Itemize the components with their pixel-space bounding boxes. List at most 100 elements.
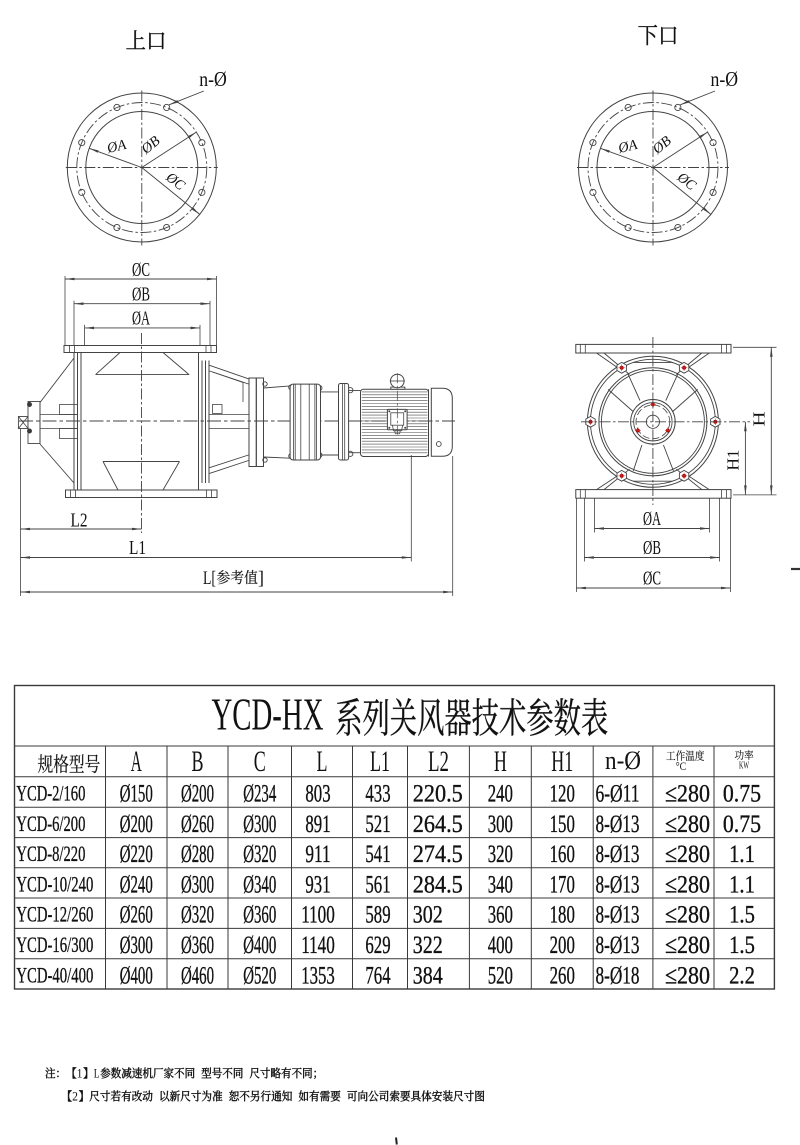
svg-text:320: 320: [488, 841, 513, 868]
svg-text:764: 764: [365, 962, 391, 989]
svg-text:520: 520: [488, 962, 513, 989]
svg-text:H: H: [494, 745, 507, 778]
svg-text:Ø280: Ø280: [181, 841, 214, 868]
svg-text:541: 541: [365, 841, 390, 868]
svg-text:360: 360: [488, 902, 513, 929]
svg-text:340: 340: [488, 871, 513, 898]
svg-text:°C: °C: [676, 759, 687, 773]
svg-text:274.5: 274.5: [413, 841, 463, 868]
svg-text:H: H: [750, 412, 769, 427]
svg-text:A: A: [131, 745, 142, 778]
svg-text:]: ]: [258, 568, 264, 589]
svg-text:L: L: [94, 1066, 100, 1081]
svg-text:931: 931: [305, 871, 330, 898]
svg-text:Ø150: Ø150: [120, 780, 153, 807]
svg-text:n-Ø: n-Ø: [199, 67, 227, 91]
svg-text:Ø320: Ø320: [243, 841, 276, 868]
svg-text:322: 322: [413, 932, 443, 959]
svg-text:Ø400: Ø400: [243, 932, 276, 959]
svg-text:220.5: 220.5: [413, 780, 463, 807]
svg-text:120: 120: [550, 780, 575, 807]
svg-text:1353: 1353: [301, 962, 335, 989]
svg-text:561: 561: [365, 871, 390, 898]
svg-text:C: C: [254, 745, 266, 778]
svg-text:6-Ø11: 6-Ø11: [596, 780, 640, 807]
svg-text:284.5: 284.5: [413, 871, 463, 898]
svg-text:H1: H1: [724, 450, 743, 471]
svg-text:H1: H1: [551, 745, 573, 778]
svg-text:YCD-8/220: YCD-8/220: [16, 841, 85, 866]
svg-text:L1: L1: [370, 745, 390, 778]
svg-text:Ø320: Ø320: [181, 902, 214, 929]
svg-text:≤280: ≤280: [665, 780, 710, 807]
svg-text:Ø220: Ø220: [120, 841, 153, 868]
svg-text:1.1: 1.1: [729, 871, 755, 898]
svg-text:Ø400: Ø400: [120, 962, 153, 989]
svg-text:0.75: 0.75: [723, 811, 761, 838]
svg-text:YCD-10/240: YCD-10/240: [16, 871, 93, 896]
svg-text:8-Ø13: 8-Ø13: [596, 811, 640, 838]
svg-text:2.2: 2.2: [729, 962, 755, 989]
svg-text:n-Ø: n-Ø: [605, 746, 641, 775]
svg-text:≤280: ≤280: [665, 841, 710, 868]
svg-text:384: 384: [413, 962, 443, 989]
svg-text:300: 300: [488, 811, 513, 838]
svg-text:8-Ø13: 8-Ø13: [596, 902, 640, 929]
svg-text:891: 891: [305, 811, 330, 838]
svg-text:1.1: 1.1: [729, 841, 755, 868]
svg-text:260: 260: [550, 962, 575, 989]
svg-text:Ø300: Ø300: [120, 932, 153, 959]
svg-text:≤280: ≤280: [665, 932, 710, 959]
svg-text:8-Ø13: 8-Ø13: [596, 871, 640, 898]
svg-text:Ø260: Ø260: [181, 811, 214, 838]
svg-text:Ø360: Ø360: [181, 932, 214, 959]
svg-text:B: B: [192, 745, 204, 778]
svg-text:L2: L2: [428, 745, 449, 778]
svg-text:L1: L1: [129, 537, 146, 559]
svg-text:8-Ø13: 8-Ø13: [596, 932, 640, 959]
svg-text:L2: L2: [71, 510, 88, 532]
svg-text:≤280: ≤280: [665, 811, 710, 838]
svg-text:589: 589: [365, 902, 390, 929]
svg-text:Ø360: Ø360: [243, 902, 276, 929]
svg-text:2: 2: [72, 1089, 78, 1104]
svg-text:KW: KW: [739, 761, 749, 772]
svg-text:n-Ø: n-Ø: [711, 67, 739, 91]
svg-text:≤280: ≤280: [665, 962, 710, 989]
svg-text:Ø200: Ø200: [181, 780, 214, 807]
svg-text:8-Ø18: 8-Ø18: [596, 962, 640, 989]
svg-text:L[: L[: [203, 568, 216, 589]
svg-text:ØA: ØA: [643, 508, 661, 530]
svg-text:629: 629: [365, 932, 390, 959]
svg-text:ØA: ØA: [616, 137, 639, 157]
svg-text:≤280: ≤280: [665, 871, 710, 898]
svg-text:ØA: ØA: [105, 137, 128, 157]
svg-text:L: L: [317, 745, 328, 778]
svg-text:≤280: ≤280: [665, 902, 710, 929]
svg-text:Ø260: Ø260: [120, 902, 153, 929]
svg-text:YCD-16/300: YCD-16/300: [16, 932, 93, 957]
svg-text:ØB: ØB: [132, 284, 150, 306]
svg-text:302: 302: [413, 902, 443, 929]
svg-text:180: 180: [550, 902, 575, 929]
svg-text:1.5: 1.5: [729, 932, 755, 959]
svg-text:YCD-2/160: YCD-2/160: [16, 780, 85, 805]
svg-text:Ø520: Ø520: [243, 962, 276, 989]
svg-text:200: 200: [550, 932, 575, 959]
svg-text:YCD-HX: YCD-HX: [212, 689, 324, 740]
svg-text:YCD-6/200: YCD-6/200: [16, 811, 85, 836]
svg-text:ØA: ØA: [132, 308, 150, 330]
svg-text:911: 911: [305, 841, 330, 868]
svg-text:0.75: 0.75: [723, 780, 761, 807]
svg-text:160: 160: [550, 841, 575, 868]
svg-text:Ø300: Ø300: [181, 871, 214, 898]
svg-text:8-Ø13: 8-Ø13: [596, 841, 640, 868]
svg-text:ØB: ØB: [643, 537, 661, 559]
svg-text:1: 1: [77, 1066, 83, 1081]
svg-text:150: 150: [550, 811, 575, 838]
svg-text:Ø200: Ø200: [120, 811, 153, 838]
svg-text:Ø340: Ø340: [243, 871, 276, 898]
svg-text:240: 240: [488, 780, 513, 807]
svg-text:1100: 1100: [301, 902, 335, 929]
svg-text:Ø300: Ø300: [243, 811, 276, 838]
